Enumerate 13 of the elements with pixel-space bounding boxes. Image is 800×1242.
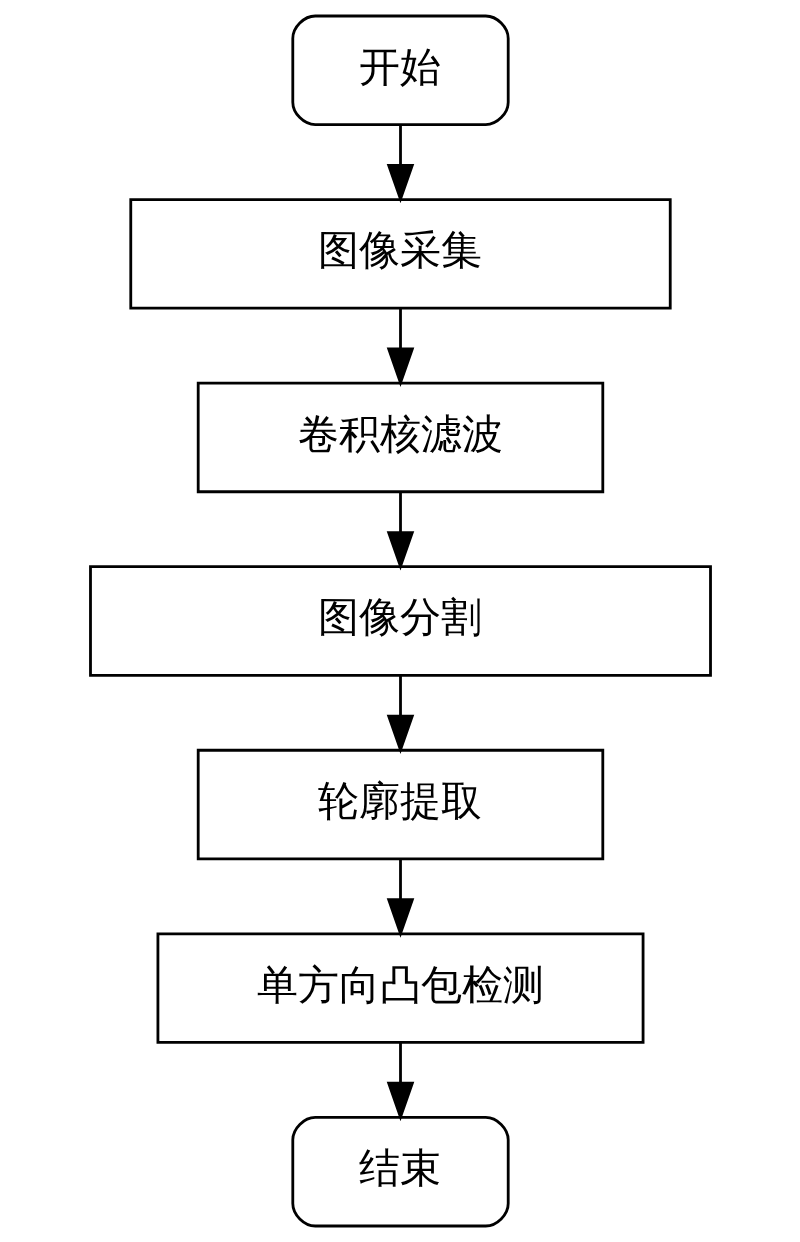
- arrow: [386, 491, 414, 571]
- arrow: [386, 308, 414, 387]
- node-box: 开始: [290, 14, 510, 126]
- node-box: 卷积核滤波: [196, 381, 604, 494]
- node-box: 图像采集: [128, 198, 672, 310]
- node-box: 轮廓提取: [196, 748, 604, 861]
- arrow: [386, 858, 414, 938]
- node-box: 单方向凸包检测: [156, 932, 644, 1044]
- arrow: [386, 1042, 414, 1122]
- node-box: 图像分割: [88, 565, 712, 677]
- arrow: [386, 675, 414, 755]
- arrow: [386, 124, 414, 204]
- node-box: 结束: [290, 1116, 510, 1228]
